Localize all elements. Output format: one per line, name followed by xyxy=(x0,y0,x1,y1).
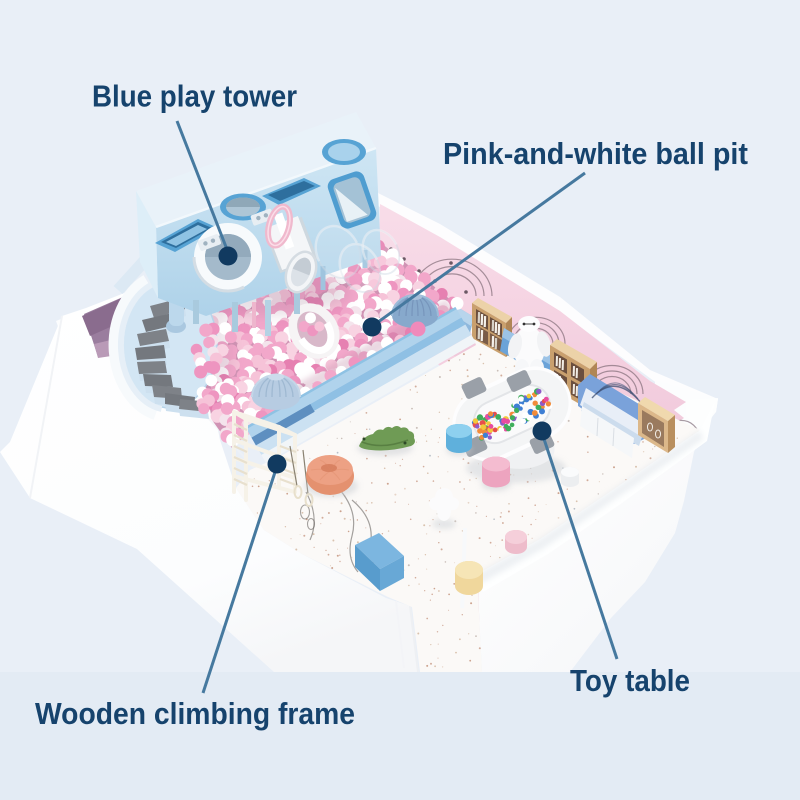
svg-text:Wooden climbing frame: Wooden climbing frame xyxy=(35,697,355,731)
svg-text:Blue play tower: Blue play tower xyxy=(92,80,297,114)
svg-text:Pink-and-white ball pit: Pink-and-white ball pit xyxy=(443,137,748,171)
svg-text:Toy table: Toy table xyxy=(570,664,690,698)
